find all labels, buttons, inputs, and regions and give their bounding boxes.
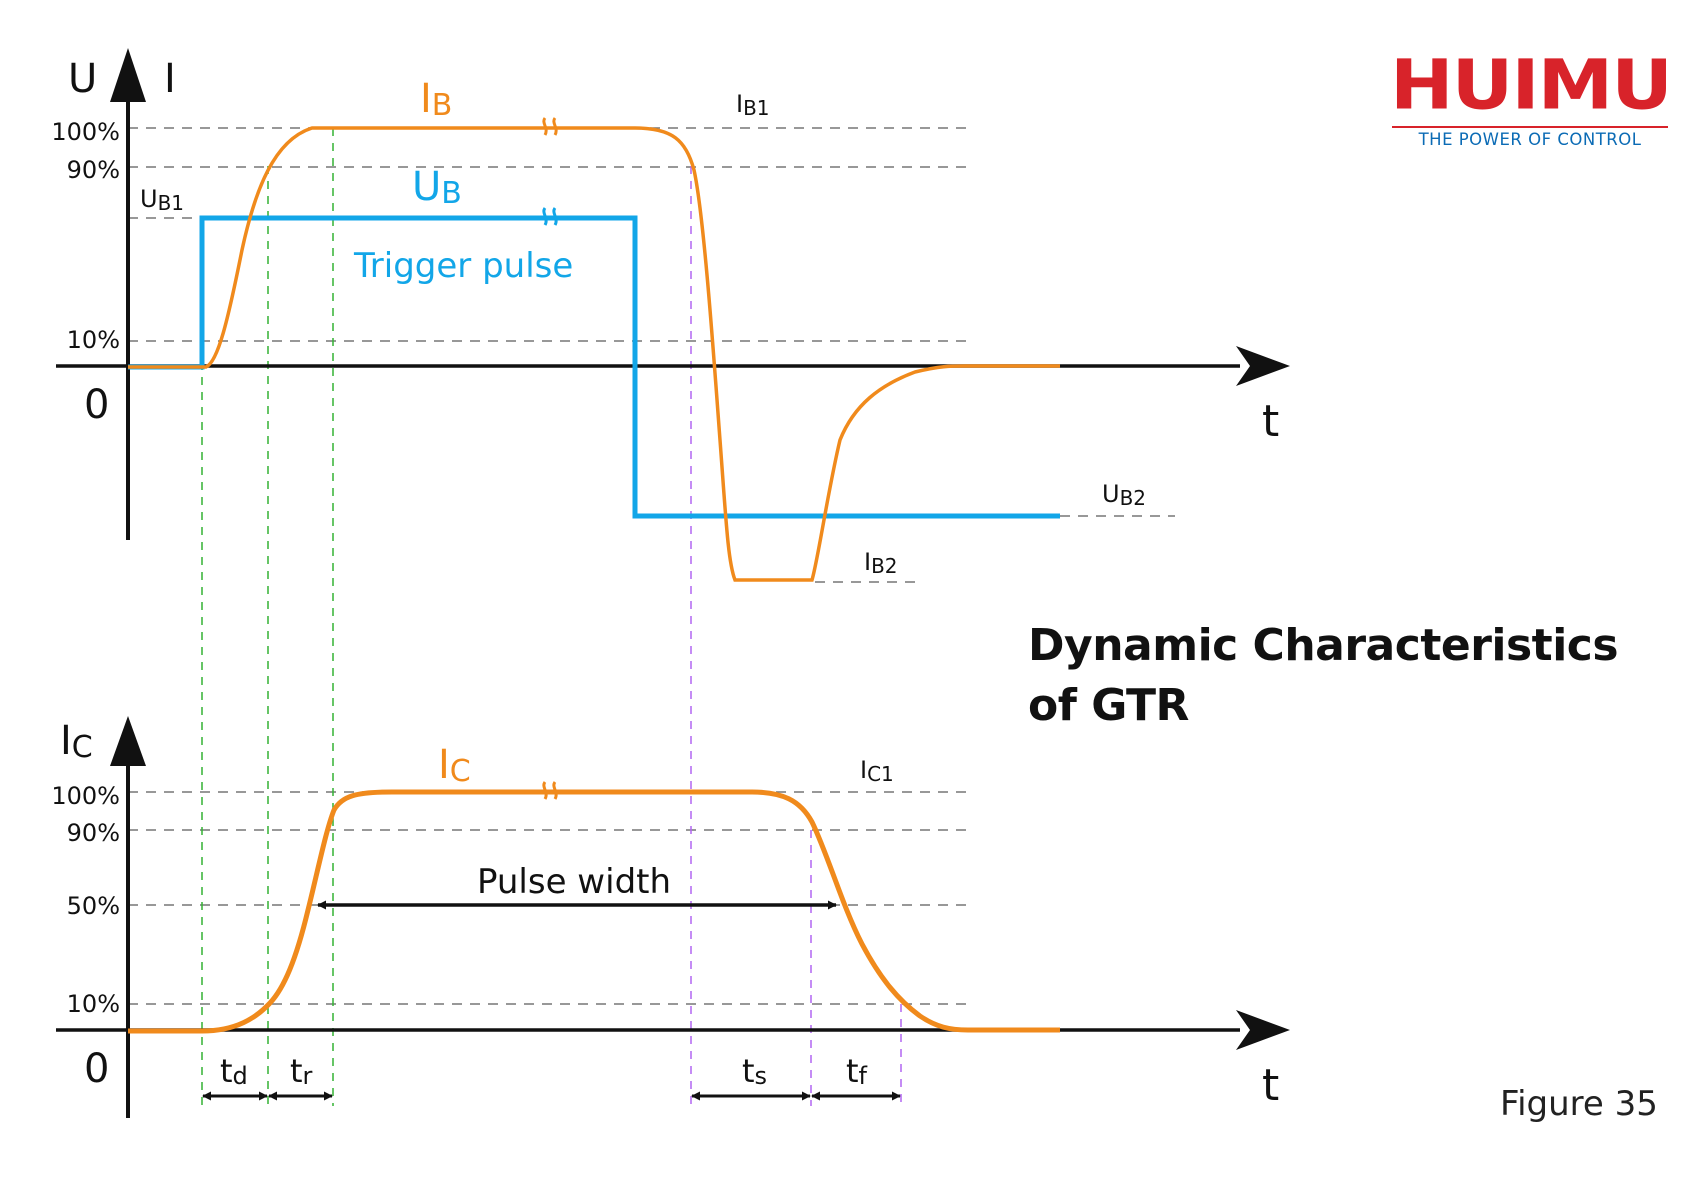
ic-curve-label: IC (438, 742, 471, 789)
ib2-label: IB2 (864, 548, 898, 578)
bottom-level-50-label: 50% (67, 892, 120, 920)
bottom-level-100-label: 100% (51, 782, 120, 810)
axis-ic-label: IC (60, 718, 93, 765)
violet-timing-markers (690, 166, 902, 1106)
green-timing-markers (201, 128, 334, 1106)
ub1-label: UB1 (140, 185, 184, 215)
top-axis-t-label: t (1262, 396, 1279, 447)
measurement-arrows (202, 900, 901, 1101)
td-label: td (220, 1052, 248, 1090)
ub2-label: UB2 (1102, 480, 1146, 510)
tr-label: tr (290, 1052, 313, 1090)
ib-waveform (128, 126, 1060, 582)
top-level-90-label: 90% (67, 156, 120, 184)
ib-curve-label: IB (420, 76, 452, 123)
ib-break-mark (542, 117, 558, 136)
logo-tagline: THE POWER OF CONTROL (1418, 130, 1642, 149)
bottom-vertical-arrowhead (110, 716, 146, 766)
top-level-100-label: 100% (51, 118, 120, 146)
logo-wordmark: HUIMU (1390, 44, 1673, 125)
top-vertical-arrowhead (110, 48, 146, 102)
figure-number: Figure 35 (1500, 1084, 1658, 1124)
break-marks (542, 117, 558, 800)
axis-i-label: I (164, 56, 176, 102)
top-horizontal-arrowhead (1236, 346, 1290, 386)
ub-curve-label: UB (412, 164, 462, 211)
bottom-axis-t-label: t (1262, 1060, 1279, 1111)
ic-waveform (128, 789, 1060, 1034)
trigger-pulse-label: Trigger pulse (353, 246, 573, 286)
ts-label: ts (742, 1052, 767, 1090)
ic1-label: IC1 (860, 756, 894, 786)
axis-u-label: U (68, 56, 97, 102)
top-origin-label: 0 (84, 382, 109, 428)
ub-break-mark (542, 207, 558, 226)
bottom-origin-label: 0 (84, 1046, 109, 1092)
bottom-level-90-label: 90% (67, 819, 120, 847)
tf-label: tf (846, 1052, 868, 1090)
ic-break-mark (542, 781, 558, 800)
ib1-label: IB1 (736, 90, 770, 120)
bottom-horizontal-arrowhead (1236, 1010, 1290, 1050)
top-level-10-label: 10% (67, 326, 120, 354)
pulse-width-label: Pulse width (477, 862, 671, 902)
bottom-level-10-label: 10% (67, 990, 120, 1018)
bottom-axes (56, 716, 1290, 1118)
huimu-logo: HUIMU THE POWER OF CONTROL (1390, 44, 1673, 149)
diagram-title: Dynamic Characteristics of GTR (1028, 620, 1619, 731)
logo-divider (1392, 126, 1668, 128)
top-axes (56, 48, 1290, 540)
